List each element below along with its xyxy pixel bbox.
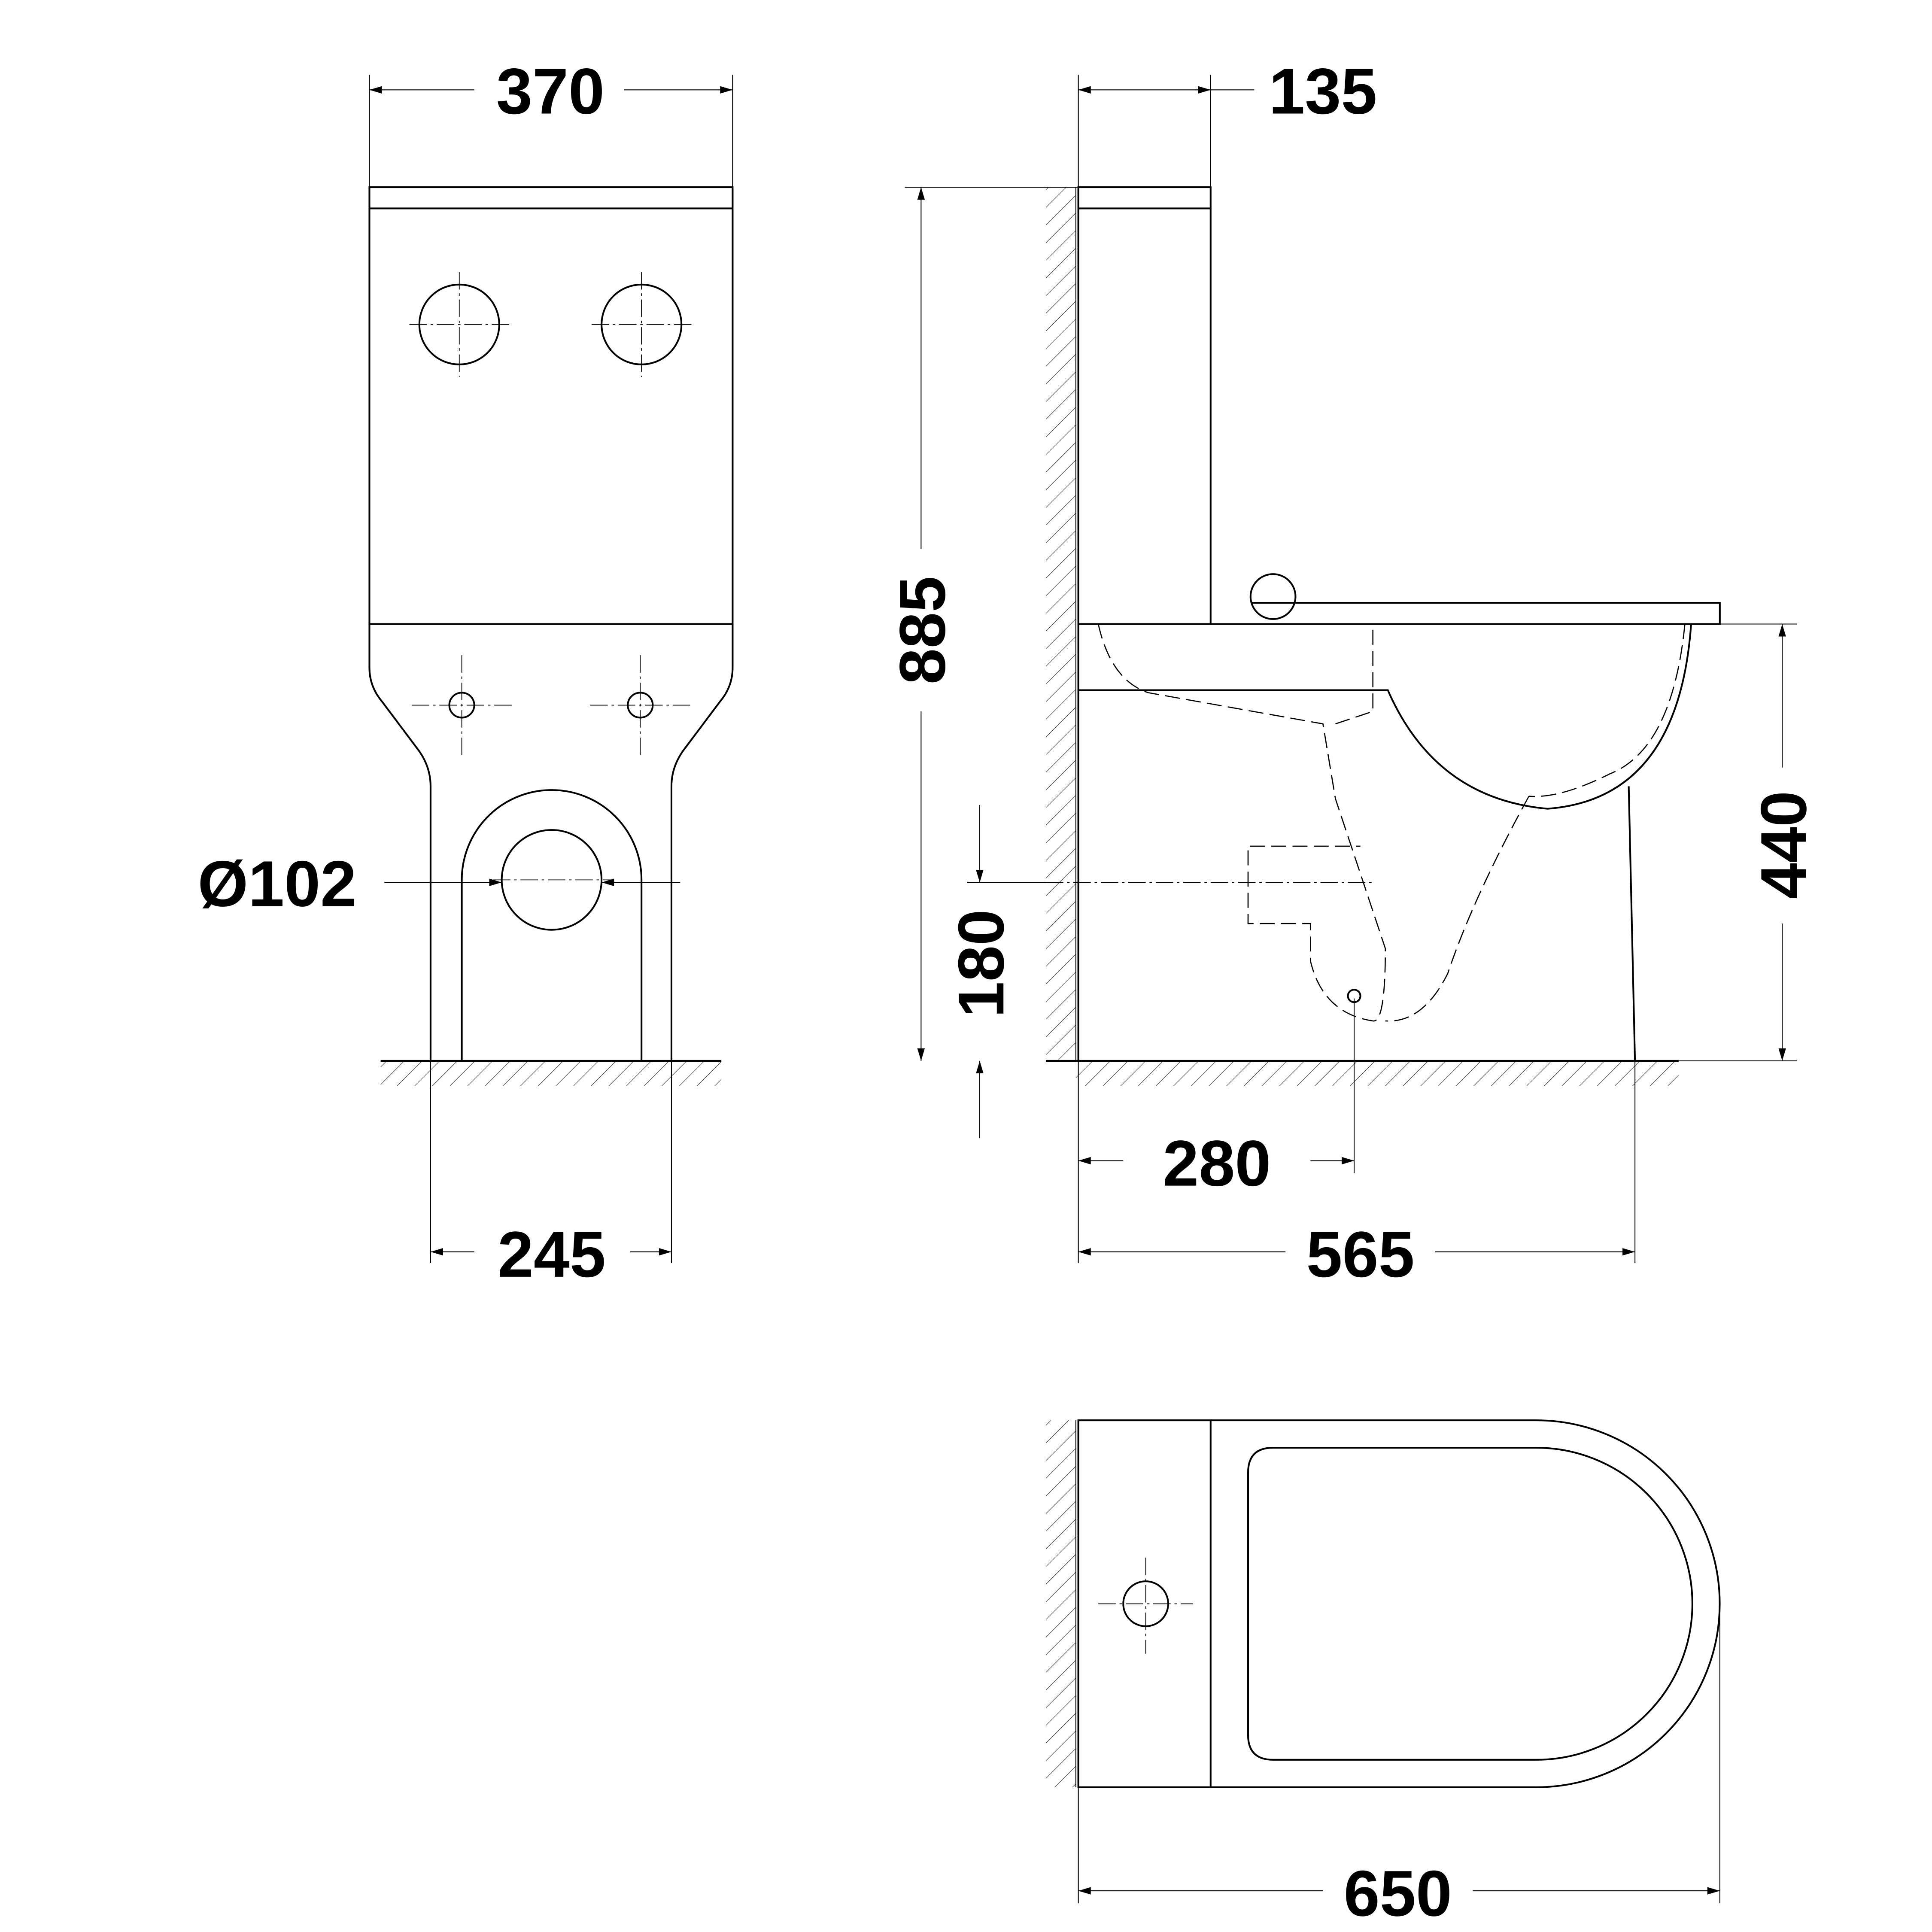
pan-side-outline bbox=[1077, 624, 1692, 1061]
fixing-hole-right bbox=[590, 655, 690, 755]
wall-hatch-side bbox=[1046, 187, 1076, 1061]
dim-width-370: 370 bbox=[496, 55, 605, 128]
dim-outlet-180: 180 bbox=[945, 909, 1018, 1018]
dim-depth-565: 565 bbox=[1306, 1218, 1415, 1291]
dim-height-885: 885 bbox=[887, 576, 959, 684]
floor-hatch-side bbox=[1075, 1060, 1679, 1086]
dim-length-650: 650 bbox=[1344, 1857, 1452, 1930]
front-view: 370 245 Ø102 bbox=[197, 55, 734, 1291]
seat-lid-top bbox=[1247, 1447, 1693, 1761]
dim-outlet-diameter: Ø102 bbox=[197, 848, 356, 920]
pan-front-arch bbox=[461, 789, 643, 1061]
dim-outlet-280: 280 bbox=[1163, 1127, 1271, 1200]
seat-side bbox=[1249, 573, 1721, 625]
cistern-front bbox=[368, 186, 734, 625]
fixing-hole-left bbox=[412, 655, 512, 755]
seat-hinge bbox=[1249, 573, 1297, 620]
floor-hatch-front bbox=[380, 1060, 722, 1086]
top-view: 650 bbox=[1046, 1419, 1721, 1930]
dim-foot-245: 245 bbox=[498, 1218, 606, 1291]
cistern-side bbox=[1077, 186, 1212, 625]
pan-top-outline bbox=[1210, 1419, 1721, 1788]
outlet-circle bbox=[493, 829, 612, 931]
dim-tank-135: 135 bbox=[1269, 55, 1377, 128]
pan-front-outline bbox=[368, 624, 734, 1061]
side-view: 135 885 440 180 280 565 bbox=[887, 55, 1820, 1291]
wall-hatch-top bbox=[1046, 1420, 1076, 1787]
flush-button-left bbox=[409, 272, 510, 377]
trapway-hidden-lines bbox=[1097, 624, 1686, 1022]
cistern-top bbox=[1077, 1419, 1212, 1788]
dim-seat-440: 440 bbox=[1747, 791, 1820, 899]
flush-button-top bbox=[1098, 1557, 1194, 1654]
flush-button-right bbox=[591, 272, 692, 377]
